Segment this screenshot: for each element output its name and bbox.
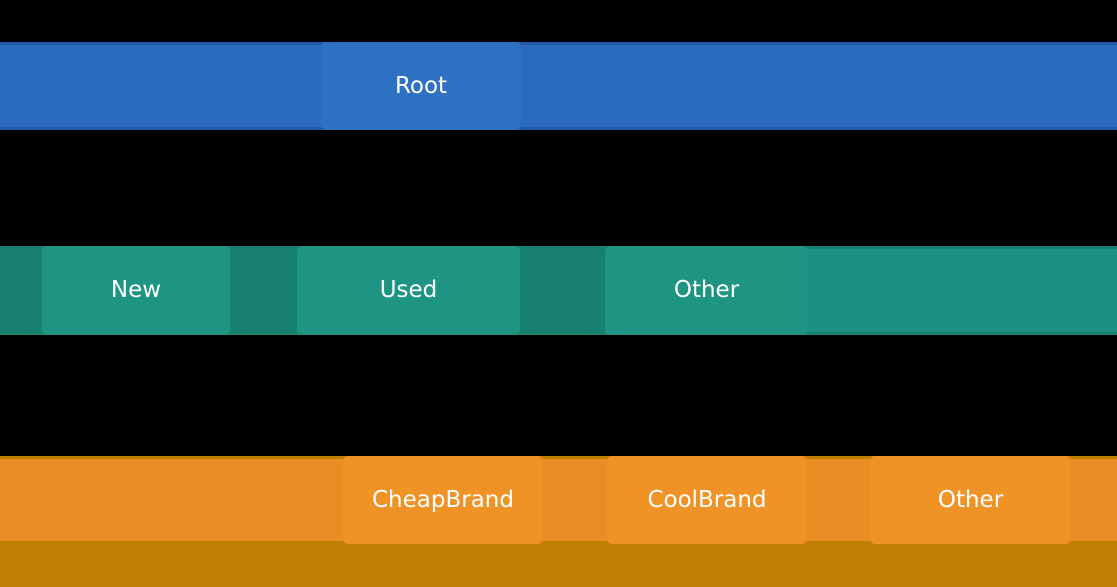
segment-unlabeled-depth2[interactable] xyxy=(1071,459,1117,541)
node-label: Used xyxy=(379,277,438,303)
segment-unlabeled-depth0[interactable] xyxy=(0,45,321,127)
node-label: Other xyxy=(937,486,1004,513)
node-other-depth2[interactable]: Other xyxy=(870,456,1071,544)
node-other-depth1[interactable]: Other xyxy=(605,246,808,335)
segment-unlabeled-depth1[interactable] xyxy=(808,249,1117,332)
node-label: CheapBrand xyxy=(372,486,514,513)
node-label: New xyxy=(110,277,162,303)
segment-unlabeled-depth2[interactable] xyxy=(807,459,870,541)
node-label: CoolBrand xyxy=(647,486,767,513)
node-label: Other xyxy=(673,277,740,303)
node-cheapbrand-depth2[interactable]: CheapBrand xyxy=(343,456,543,544)
segment-unlabeled-depth0[interactable] xyxy=(521,45,1117,127)
node-new-depth1[interactable]: New xyxy=(42,246,230,335)
node-coolbrand-depth2[interactable]: CoolBrand xyxy=(607,456,807,544)
node-used-depth1[interactable]: Used xyxy=(297,246,520,335)
segment-unlabeled-depth2[interactable] xyxy=(0,459,343,541)
segment-unlabeled-depth2[interactable] xyxy=(543,459,607,541)
node-label: Root xyxy=(394,72,448,99)
node-root-depth0[interactable]: Root xyxy=(321,42,521,130)
